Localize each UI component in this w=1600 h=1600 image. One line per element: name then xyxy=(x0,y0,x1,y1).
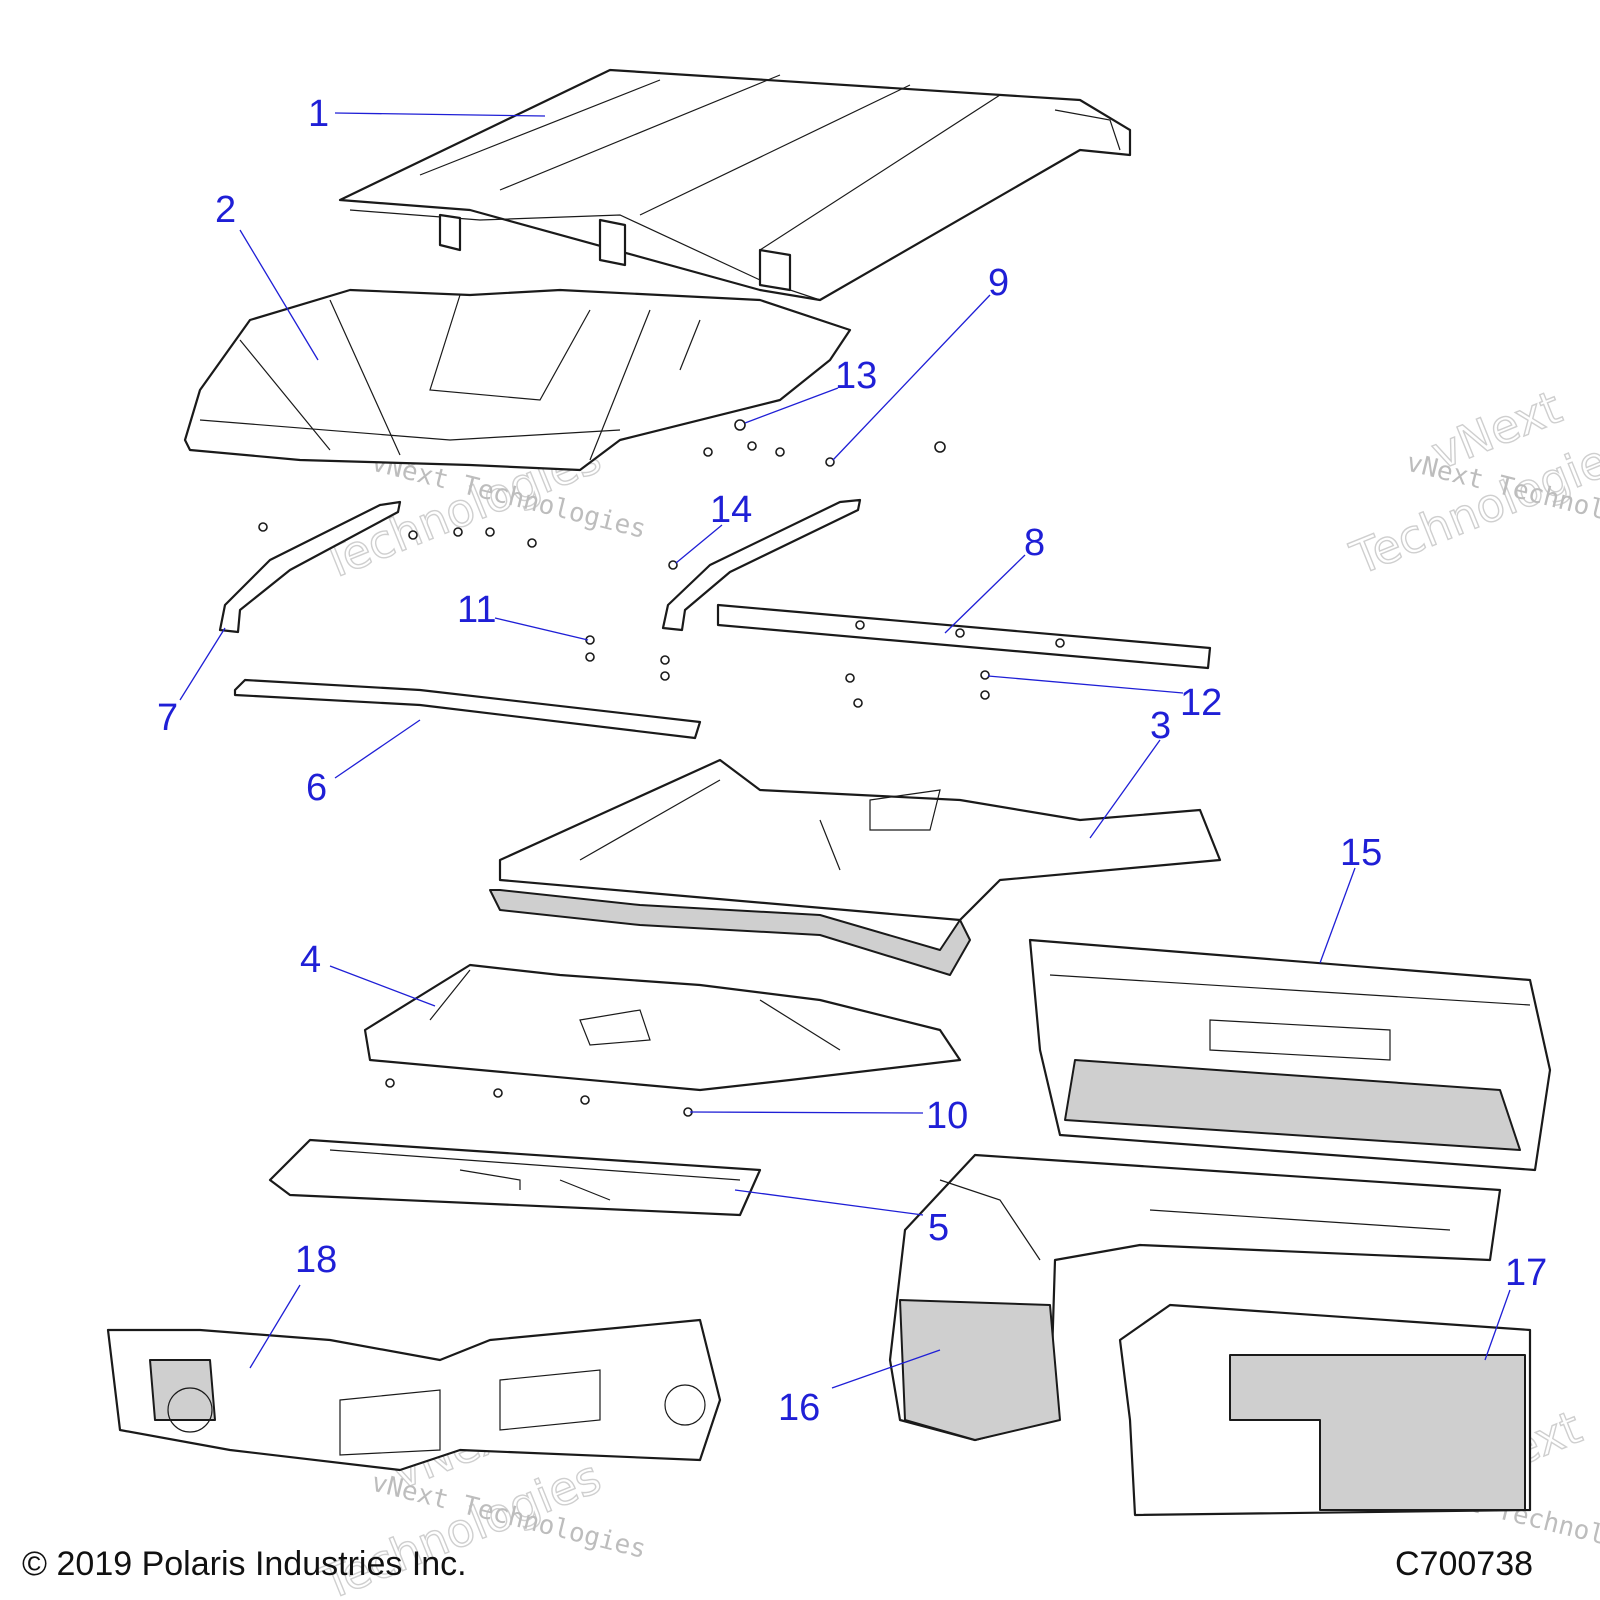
leader-line-6 xyxy=(334,719,421,779)
leader-line-1 xyxy=(334,112,546,117)
callout-7: 7 xyxy=(157,697,178,739)
fastener xyxy=(853,698,863,708)
fastener xyxy=(775,447,785,457)
leader-line-5 xyxy=(734,1189,924,1216)
fastener-group xyxy=(258,419,990,1117)
part-rear-lower-panel xyxy=(363,963,962,1092)
leader-line-13 xyxy=(744,387,839,424)
leader-line-9 xyxy=(832,294,991,461)
part-headliner xyxy=(183,288,852,472)
fastener xyxy=(845,673,855,683)
callout-11: 11 xyxy=(457,589,496,631)
leader-line-3 xyxy=(1089,739,1161,839)
part-trim-panel xyxy=(268,1138,762,1217)
callout-18: 18 xyxy=(295,1239,337,1281)
leader-line-15 xyxy=(1319,867,1356,964)
callout-14: 14 xyxy=(710,489,752,531)
leader-line-16 xyxy=(831,1349,941,1389)
part-left-side-panel xyxy=(888,1153,1502,1442)
callout-1: 1 xyxy=(308,93,329,135)
leader-line-17 xyxy=(1484,1289,1511,1361)
fastener xyxy=(668,560,678,570)
callout-12: 12 xyxy=(1180,682,1222,724)
fastener xyxy=(385,1078,395,1088)
callout-8: 8 xyxy=(1024,522,1045,564)
leader-line-10 xyxy=(689,1111,924,1114)
fastener xyxy=(980,690,990,700)
fastener xyxy=(660,671,670,681)
fastener xyxy=(980,670,990,680)
callout-17: 17 xyxy=(1505,1252,1547,1294)
fastener xyxy=(527,538,537,548)
fastener xyxy=(734,419,746,431)
part-trim-strip-left xyxy=(218,500,402,634)
fastener xyxy=(493,1088,503,1098)
part-trim-strip-right xyxy=(661,498,862,632)
leader-line-18 xyxy=(249,1284,301,1369)
fastener xyxy=(453,527,463,537)
part-dashboard xyxy=(106,1318,722,1472)
leader-line-2 xyxy=(239,229,319,361)
leader-line-4 xyxy=(329,965,436,1007)
callout-13: 13 xyxy=(835,355,877,397)
part-roof xyxy=(338,68,1132,302)
callout-5: 5 xyxy=(928,1207,949,1249)
callout-2: 2 xyxy=(215,189,236,231)
fastener xyxy=(580,1095,590,1105)
fastener xyxy=(258,522,268,532)
callout-16: 16 xyxy=(778,1387,820,1429)
fastener xyxy=(408,530,418,540)
fastener xyxy=(485,527,495,537)
fastener xyxy=(747,441,757,451)
part-back-wall xyxy=(1028,938,1552,1172)
leader-line-7 xyxy=(179,627,226,701)
callout-4: 4 xyxy=(300,939,321,981)
leader-line-8 xyxy=(944,554,1026,634)
callout-group: 1 2 3 4 5 6 7 8 9 10 11 12 13 14 15 16 1… xyxy=(157,93,1547,1429)
copyright-text: © 2019 Polaris Industries Inc. xyxy=(22,1545,467,1583)
callout-6: 6 xyxy=(306,767,327,809)
callout-10: 10 xyxy=(926,1095,968,1137)
fastener xyxy=(703,447,713,457)
leader-line-14 xyxy=(675,524,723,564)
fastener xyxy=(825,457,835,467)
part-right-side-panel xyxy=(1118,1303,1532,1517)
drawing-number: C700738 xyxy=(1395,1545,1533,1583)
callout-3: 3 xyxy=(1150,705,1171,747)
part-trim-strip-front xyxy=(233,678,702,740)
fastener xyxy=(660,655,670,665)
part-rear-panel xyxy=(489,758,1222,976)
leader-line-11 xyxy=(494,617,589,641)
callout-15: 15 xyxy=(1340,832,1382,874)
leader-line-group xyxy=(179,112,1511,1389)
fastener xyxy=(934,441,946,453)
part-header-bar xyxy=(716,603,1212,670)
callout-9: 9 xyxy=(988,262,1009,304)
fastener xyxy=(585,652,595,662)
leader-line-12 xyxy=(987,675,1184,694)
